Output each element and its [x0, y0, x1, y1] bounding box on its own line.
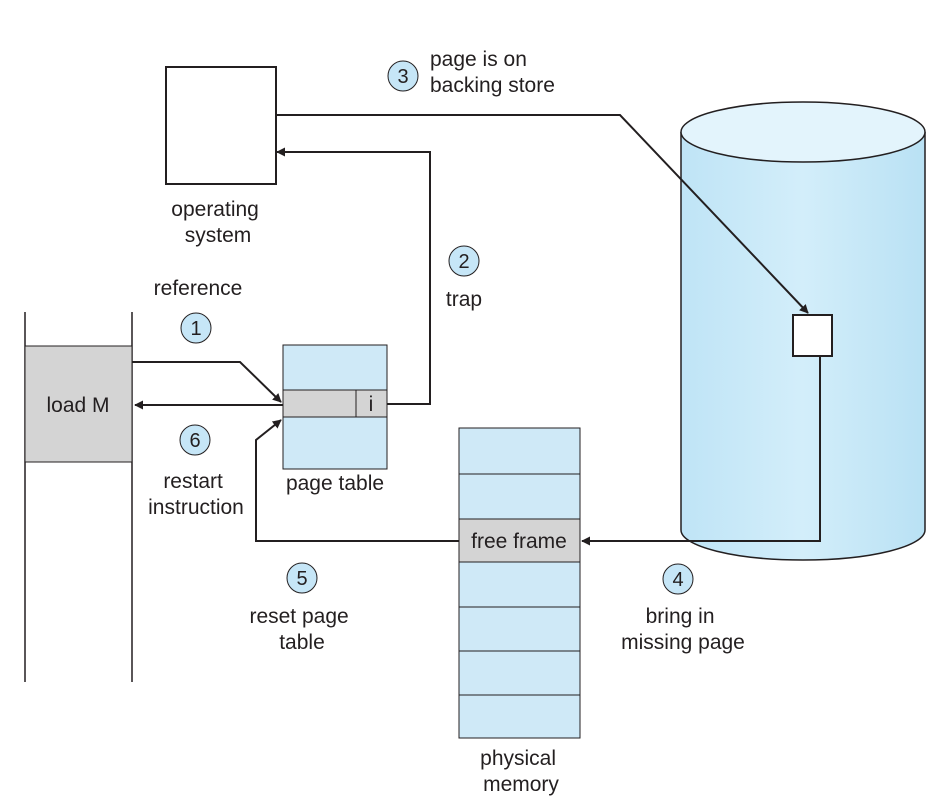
backing-store-label-line-2: backing store	[430, 74, 555, 97]
free-frame-label: free frame	[471, 530, 567, 553]
invalid-bit: i	[369, 393, 374, 416]
load-instruction-label: load M	[46, 394, 109, 417]
operating-system-label-line-2: system	[185, 224, 252, 247]
bring-in-label-line-1: bring in	[646, 605, 715, 628]
trap-label: trap	[446, 288, 482, 311]
page-table: i	[282, 344, 388, 470]
physical-memory-label-line-2: memory	[483, 773, 559, 796]
physical-memory: free frame	[458, 427, 581, 739]
bring-in-label: bring in missing page	[621, 605, 745, 654]
bring-in-label-line-2: missing page	[621, 631, 745, 654]
operating-system-label: operating system	[171, 198, 264, 247]
step-4-badge: 4	[662, 563, 694, 595]
step-6-number: 6	[189, 430, 200, 452]
reference-label: reference	[154, 277, 243, 300]
arrow-trap	[276, 147, 431, 405]
backing-store-label: page is on backing store	[430, 48, 555, 97]
page-table-label: page table	[286, 472, 384, 495]
process-memory: load M	[24, 312, 133, 682]
load-instruction-block	[24, 345, 133, 463]
operating-system-box	[165, 66, 277, 185]
operating-system-label-line-1: operating	[171, 198, 259, 221]
step-1-badge: 1	[180, 312, 212, 344]
reset-page-table-label: reset page table	[249, 605, 354, 654]
step-6-badge: 6	[179, 424, 211, 456]
step-3-badge: 3	[387, 60, 419, 92]
step-5-number: 5	[296, 568, 307, 590]
step-2-number: 2	[458, 251, 469, 273]
step-2-badge: 2	[448, 245, 480, 277]
restart-instruction-label-line-1: restart	[163, 470, 223, 493]
restart-instruction-label: restart instruction	[148, 470, 244, 519]
restart-instruction-label-line-2: instruction	[148, 496, 244, 519]
physical-memory-label-line-1: physical	[480, 747, 556, 770]
arrow-backing-store	[276, 114, 809, 314]
step-5-badge: 5	[286, 562, 318, 594]
backing-store-page	[792, 314, 833, 357]
arrow-reference	[132, 361, 282, 403]
physical-memory-label: physical memory	[480, 747, 562, 796]
arrow-reset-page-table	[255, 419, 459, 542]
step-1-number: 1	[190, 318, 201, 340]
arrow-bring-in-page	[581, 356, 821, 546]
backing-store-label-line-1: page is on	[430, 48, 527, 71]
free-frame	[458, 518, 581, 563]
reset-page-table-label-line-2: table	[279, 631, 325, 654]
step-3-number: 3	[397, 66, 408, 88]
step-4-number: 4	[672, 569, 683, 591]
reset-page-table-label-line-1: reset page	[249, 605, 348, 628]
page-table-entry	[282, 389, 388, 418]
